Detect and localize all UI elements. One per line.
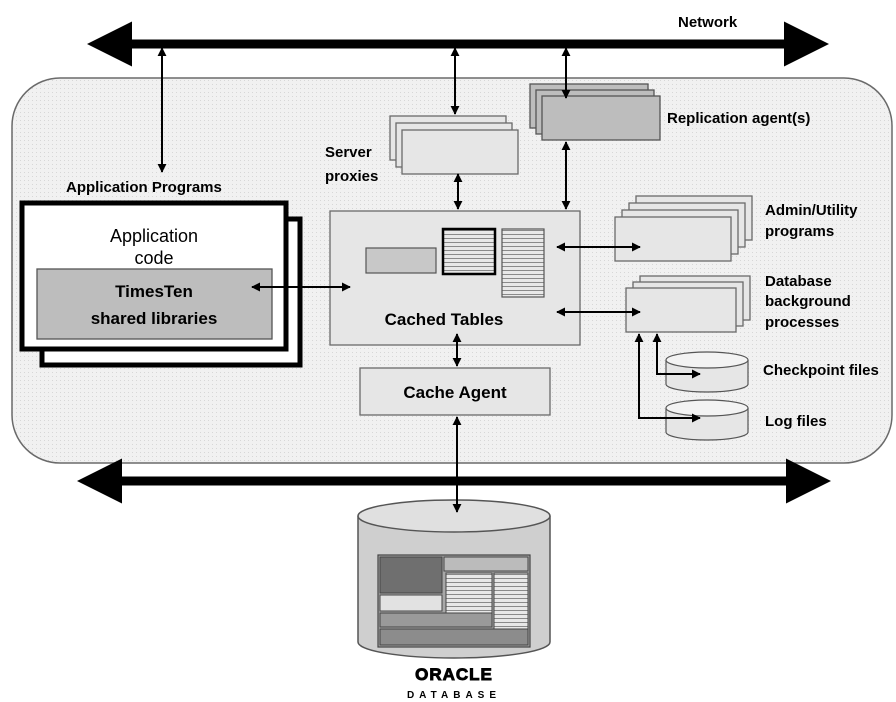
timesten-label-line2: shared libraries — [91, 309, 218, 328]
network-label: Network — [678, 14, 738, 31]
server-proxies-label-line2: proxies — [325, 168, 378, 185]
cached-tables-label: Cached Tables — [385, 310, 504, 329]
timesten-shared-libraries-box — [36, 268, 273, 340]
cached-table-small — [365, 247, 437, 274]
log-files-label: Log files — [765, 413, 827, 430]
replication-agents-stack — [529, 83, 661, 141]
cache-agent-label: Cache Agent — [403, 383, 507, 402]
db-background-label-line2: background — [765, 293, 851, 310]
oracle-logo: ORACLE — [415, 665, 493, 684]
admin-utility-label-line1: Admin/Utility — [765, 202, 858, 219]
application-code-label-line2: code — [134, 248, 173, 268]
oracle-database-cylinder — [357, 499, 551, 659]
checkpoint-files-label: Checkpoint files — [763, 362, 879, 379]
db-background-label-line3: processes — [765, 314, 839, 331]
arrow-background-to-log — [634, 333, 701, 423]
log-files-cylinder — [665, 399, 749, 441]
db-background-stack — [625, 275, 751, 333]
server-proxies-stack — [389, 115, 519, 175]
application-code-label-line1: Application — [110, 226, 198, 246]
oracle-database-label: DATABASE — [407, 690, 501, 701]
replication-agents-label: Replication agent(s) — [667, 110, 810, 127]
cached-table-medium — [441, 227, 497, 276]
server-proxies-label-line1: Server — [325, 144, 372, 161]
db-background-label-line1: Database — [765, 273, 832, 290]
checkpoint-files-cylinder — [665, 351, 749, 393]
application-programs-label: Application Programs — [66, 179, 222, 196]
cache-agent-box — [359, 367, 551, 416]
cached-table-tall — [501, 228, 545, 298]
admin-utility-label-line2: programs — [765, 223, 834, 240]
timesten-label-line1: TimesTen — [115, 282, 193, 301]
admin-utility-stack — [614, 195, 753, 262]
